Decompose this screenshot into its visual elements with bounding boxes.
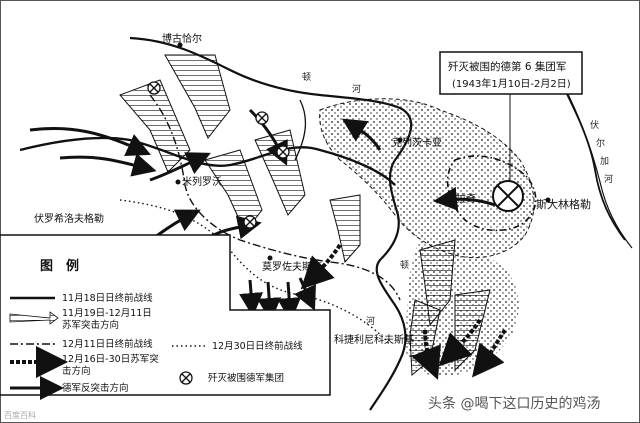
watermark: 头条 @喝下这口历史的鸡汤 (428, 395, 600, 412)
river-label-volga3: 加 (600, 156, 609, 167)
legend-item-6: 德军反突击方向 (62, 382, 129, 394)
legend-item-7: 12月30日日终前战线 (212, 340, 303, 352)
river-label-don1: 顿 (302, 71, 311, 83)
river-label-don3: 顿 (400, 259, 409, 271)
legend-symbol-encircled (179, 371, 193, 385)
dec-attack-arrows (300, 243, 507, 380)
legend-title: 图 例 (40, 258, 79, 274)
place-kotelnikovo: 科捷利尼科夫斯基 (334, 333, 414, 346)
pocket-boundary (446, 155, 537, 232)
legend-item-3: 12月11日日终前战线 (62, 338, 153, 350)
legend-box (0, 234, 331, 396)
place-stalingrad: 斯大林格勒 (536, 197, 591, 211)
title-line1: 歼灭被围的德第 6 集团军 (448, 60, 566, 73)
legend-item-0: 11月18日日终前战线 (62, 292, 153, 304)
corner-mark: 百度百科 (4, 410, 36, 420)
place-morozovsk: 莫罗佐夫斯克 (262, 260, 322, 273)
volga-river-bank (564, 87, 633, 249)
encirclement-zone (319, 98, 535, 259)
legend-item-2: 苏军突击方向 (62, 319, 119, 331)
stalingrad-pocket-symbol (492, 180, 524, 212)
river-label-volga4: 河 (604, 173, 613, 185)
encircled-group-symbols (147, 81, 290, 229)
title-box (439, 51, 583, 95)
legend-item-1: 11月19日-12月11日 (62, 308, 152, 319)
soviet-attack-arrow-8 (329, 194, 361, 264)
place-bogucha: 博古恰尔 (162, 32, 202, 45)
soviet-attack-arrow-1 (164, 54, 231, 139)
place-millerovo: 米列罗沃 (182, 175, 222, 188)
don-tributary (294, 99, 307, 161)
place-kletskaya: 克列茨卡亚 (392, 136, 442, 149)
river-label-volga1: 伏 (590, 119, 599, 131)
soviet-attack-arrow-4 (254, 129, 306, 216)
title-line2: (1943年1月10日-2月2日) (452, 77, 571, 90)
river-label-volga2: 尔 (596, 137, 605, 149)
legend-item-4: 12月16日-30日苏军突 (62, 353, 159, 365)
river-label-don2: 河 (352, 83, 361, 95)
place-kalach: 卡拉奇 (446, 192, 476, 205)
place-voroshilovgrad: 伏罗希洛夫格勒 (34, 212, 104, 225)
volga-river (559, 79, 626, 241)
legend-item-5: 击方向 (62, 365, 91, 377)
legend-item-8: 歼灭被围德军集团 (208, 372, 284, 384)
legend-symbol-soviet-attack (9, 311, 59, 325)
river-label-don4: 河 (366, 315, 375, 327)
place-markers (175, 42, 551, 261)
